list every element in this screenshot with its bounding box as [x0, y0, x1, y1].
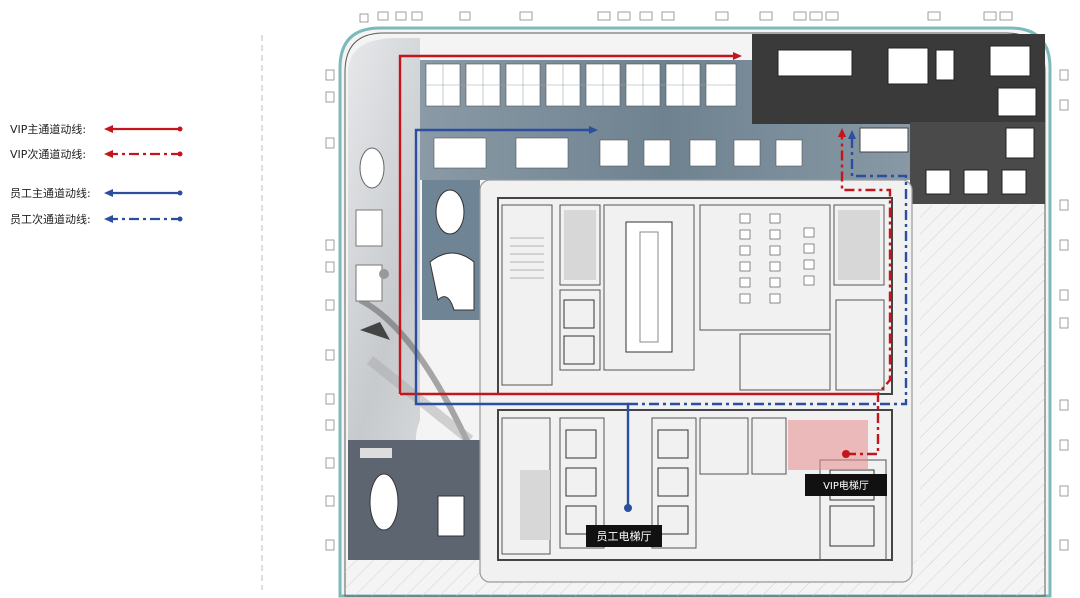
conference-table [625, 221, 673, 353]
vip-elevator-text: VIP电梯厅 [823, 479, 869, 492]
vip-main-route [398, 54, 736, 394]
legend-item-vip-secondary: VIP次通道动线: [10, 147, 183, 161]
legend-item-vip-main: VIP主通道动线: [10, 122, 183, 136]
arrow-left-icon [104, 189, 113, 197]
stair [510, 237, 544, 279]
perimeter-furniture [325, 11, 1069, 551]
legend-item-staff-main: 员工主通道动线: [10, 186, 183, 200]
legend-label: 员工主通道动线: [10, 186, 91, 200]
lounge-table [359, 147, 385, 189]
legend-label: VIP主通道动线: [10, 122, 86, 136]
staff-secondary-route [628, 138, 908, 406]
hatch-zone-right [920, 205, 1045, 565]
vip-elevator-highlight [788, 420, 868, 470]
arrow-right-icon [733, 52, 742, 60]
vip-elevator-label: VIP电梯厅 [805, 474, 887, 496]
arrow-right-icon [589, 126, 598, 134]
arrow-left-icon [104, 125, 113, 133]
arrow-left-icon [104, 150, 113, 158]
vip-secondary-route [840, 135, 892, 456]
arrow-up-icon [838, 128, 846, 137]
staff-elevator-text: 员工电梯厅 [597, 530, 652, 543]
boardroom-table [777, 49, 853, 77]
restroom-fixtures [739, 213, 815, 304]
lobby-stone-floor [348, 38, 480, 470]
legend-label: VIP次通道动线: [10, 147, 86, 161]
floor-plan: 员工电梯厅 VIP电梯厅 [325, 11, 1069, 598]
arrow-left-icon [104, 215, 113, 223]
staff-main-route [414, 128, 630, 506]
staff-elevator-label: 员工电梯厅 [586, 525, 662, 547]
arrow-up-icon [848, 130, 856, 139]
route-lines [398, 52, 908, 512]
legend-label: 员工次通道动线: [10, 212, 91, 226]
legend: VIP主通道动线: VIP次通道动线: 员工主通道动线: 员工次通道动线: [10, 122, 183, 226]
legend-item-staff-secondary: 员工次通道动线: [10, 212, 183, 226]
